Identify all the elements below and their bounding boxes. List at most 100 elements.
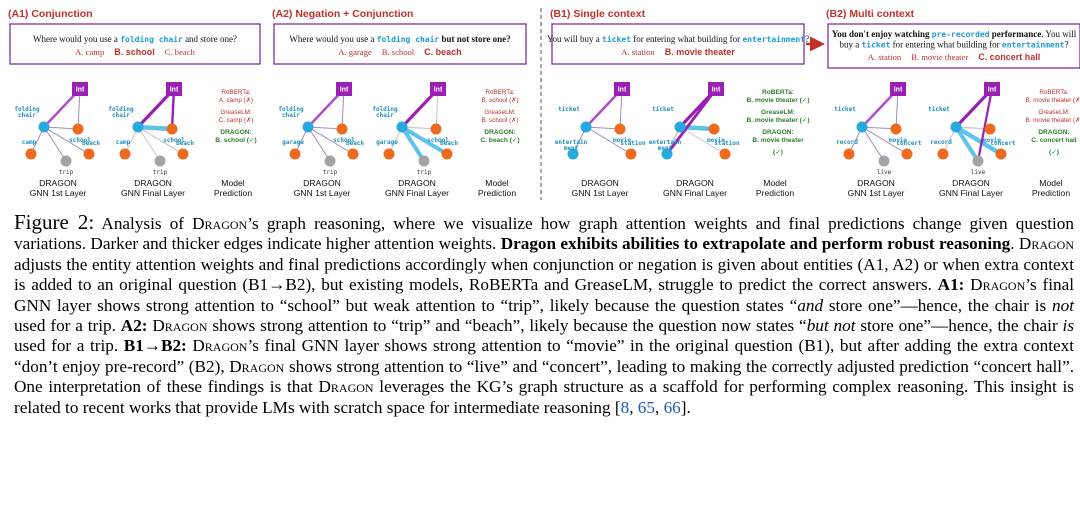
node-label-bottom-center-line: trip [59, 169, 74, 176]
prediction-line: A. camp (✗) [219, 97, 253, 104]
prediction-line: DRAGON: [220, 129, 252, 136]
node-bottom-right [441, 148, 453, 160]
question-text: You don't enjoy watching pre-recorded pe… [832, 29, 1077, 39]
node-label-mid-right: school [427, 137, 449, 144]
node-top-left [856, 121, 868, 133]
node-label-mid-right: school [69, 137, 91, 144]
node-top-left [38, 121, 50, 133]
caption-segment: B1→B2: [123, 336, 187, 356]
node-label-top-left: ticket [652, 106, 674, 113]
node-label-top-left-line: folding [108, 106, 134, 113]
node-label-top-left: ticket [558, 106, 580, 113]
node-label-top-left: ticket [928, 106, 950, 113]
node-bottom-center [972, 155, 984, 167]
sublabel-line: GNN Final Layer [121, 188, 185, 198]
prediction-line: B. movie theater [752, 137, 804, 144]
sublabel-line: Model [1039, 178, 1062, 188]
node-mid-right [708, 123, 720, 135]
node-bottom-center [154, 155, 166, 167]
sublabel-line: DRAGON [303, 178, 341, 188]
caption-segment[interactable]: 8 [620, 397, 630, 417]
node-bottom-left [25, 148, 37, 160]
node-label-bottom-right-line: station [714, 140, 740, 147]
prediction-line: RoBERTa: [762, 89, 794, 96]
int-node-label: Int [170, 87, 179, 94]
sublabel-line: DRAGON [398, 178, 436, 188]
question-part: and store one? [183, 34, 237, 44]
sublabel-line: Model [221, 178, 244, 188]
caption-segment: store one”—hence, the chair is [823, 295, 1053, 315]
graph-edge [137, 126, 161, 162]
node-bottom-right [901, 148, 913, 160]
node-label-bottom-center: trip [153, 169, 168, 176]
node-label-mid-right: movie [707, 137, 725, 144]
prediction-line: GreaseLM: [761, 109, 795, 116]
sublabel-line: DRAGON [39, 178, 77, 188]
question-part: ? [805, 34, 809, 44]
node-bottom-left [661, 148, 673, 160]
graph-edge [861, 126, 897, 130]
question-part: You will buy a [547, 34, 602, 44]
caption-segment: used for a trip. [14, 336, 124, 356]
node-label-bottom-right: concert [990, 140, 1016, 147]
caption-segment: is [1062, 316, 1075, 336]
caption-segment[interactable]: 66 [663, 397, 681, 417]
prediction-line: C. camp (✗) [219, 117, 254, 124]
node-label-bottom-left-line: ment [564, 145, 579, 152]
sublabel-line: DRAGON [676, 178, 714, 188]
caption-segment[interactable]: 65 [637, 397, 655, 417]
node-label-bottom-left-line: camp [22, 139, 37, 146]
node-label-mid-right-line: school [333, 137, 355, 144]
node-top-left [396, 121, 408, 133]
prediction-line: DRAGON: [1038, 129, 1070, 136]
prediction-line: B. movie theater (✓) [746, 117, 809, 124]
node-label-bottom-center: live [971, 169, 986, 176]
node-label-bottom-left: garage [282, 139, 304, 146]
node-label-bottom-center: trip [323, 169, 338, 176]
int-node-label: Int [712, 87, 721, 94]
sublabel-line: GNN 1st Layer [848, 188, 905, 198]
prediction-line: GreaseLM: [484, 109, 515, 116]
graph-edge [679, 126, 726, 155]
question-part: entertainment [742, 34, 805, 44]
caption-segment: Figure 2: [14, 210, 95, 234]
caption-segment: Dragon [970, 275, 1026, 295]
sublabel-line: GNN 1st Layer [572, 188, 629, 198]
node-label-bottom-left-line: record [930, 139, 952, 146]
int-node [166, 82, 182, 96]
sublabel-line: GNN 1st Layer [30, 188, 87, 198]
node-label-mid-right: school [333, 137, 355, 144]
answer-option: B. movie theater [911, 52, 968, 62]
caption-segment: A2: [120, 316, 148, 336]
sublabel-line: GNN Final Layer [939, 188, 1003, 198]
int-node [708, 82, 724, 96]
node-top-left [580, 121, 592, 133]
graph-edge [953, 124, 1004, 157]
node-bottom-left [567, 148, 579, 160]
node-bottom-center [60, 155, 72, 167]
sublabel-line: Prediction [214, 188, 252, 198]
graph-edge [400, 125, 426, 163]
sublabel-line: GNN 1st Layer [294, 188, 351, 198]
question-part: for entering what building for [631, 34, 742, 44]
int-node-label: Int [988, 87, 997, 94]
prediction-line: RoBERTa: [1039, 89, 1069, 96]
node-mid-right [72, 123, 84, 135]
node-label-bottom-right: beach [440, 140, 458, 147]
node-bottom-left [289, 148, 301, 160]
caption-segment: ’s graph reasoning, where we visualize h… [14, 214, 1074, 254]
prediction-line: GreaseLM: [220, 109, 251, 116]
node-bottom-left [937, 148, 949, 160]
answer-option: A. station [868, 52, 902, 62]
node-label-bottom-left-line: camp [116, 139, 131, 146]
answer-option: C. concert hall [978, 52, 1040, 62]
node-label-top-left-line: chair [18, 112, 36, 119]
prediction-line: B. school (✓) [215, 137, 256, 144]
